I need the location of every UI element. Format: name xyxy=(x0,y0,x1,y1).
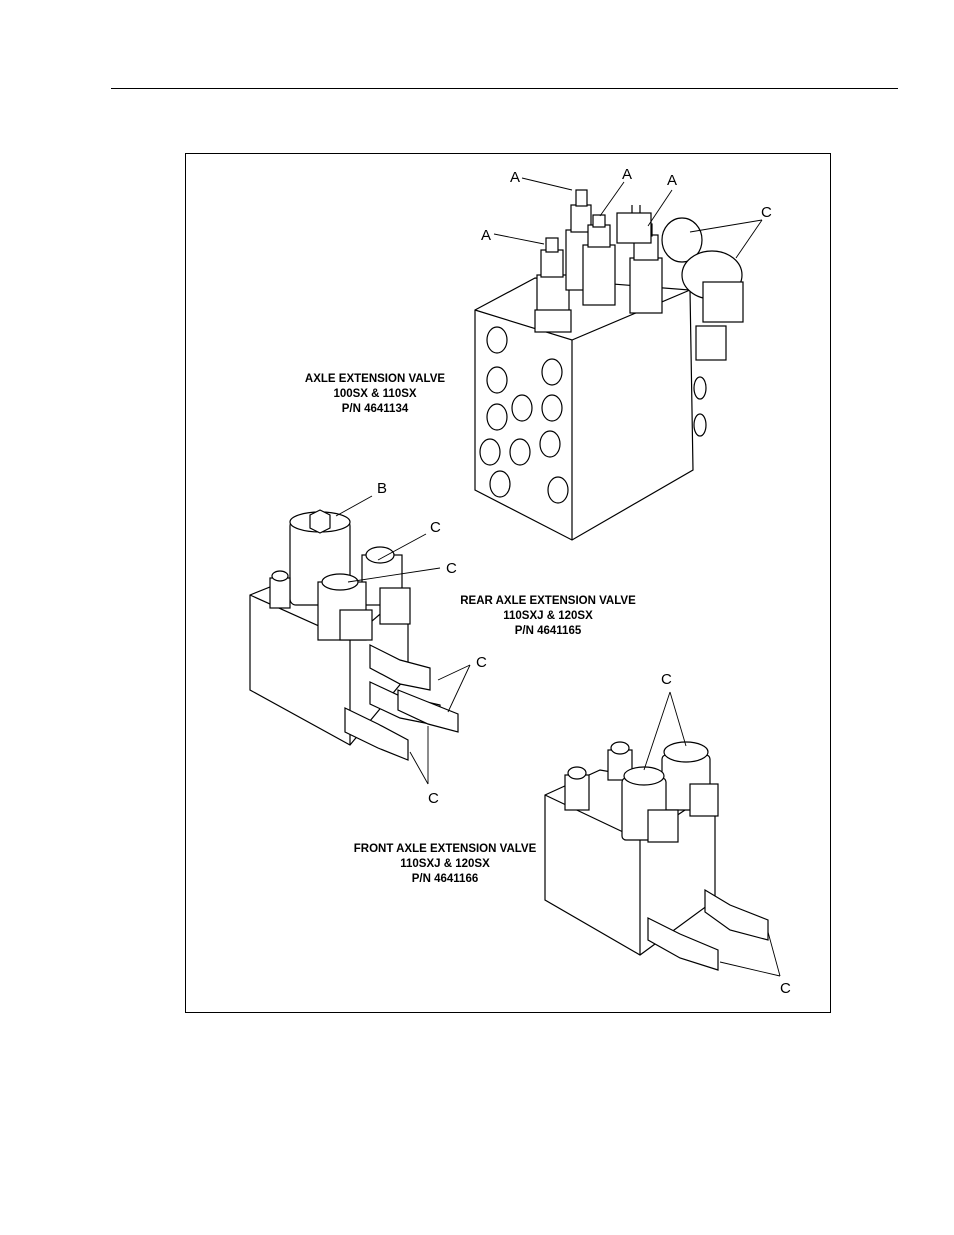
callout-b: B xyxy=(377,481,387,497)
callout-c: C xyxy=(476,655,487,671)
caption-models: 110SXJ & 120SX xyxy=(448,609,648,624)
callout-c: C xyxy=(428,791,439,807)
caption-axle-extension-valve: AXLE EXTENSION VALVE 100SX & 110SX P/N 4… xyxy=(300,372,450,417)
caption-models: 100SX & 110SX xyxy=(300,387,450,402)
caption-part-number: P/N 4641165 xyxy=(448,624,648,639)
callout-a: A xyxy=(481,228,491,244)
caption-part-number: P/N 4641166 xyxy=(340,872,550,887)
caption-rear-axle-extension-valve: REAR AXLE EXTENSION VALVE 110SXJ & 120SX… xyxy=(448,594,648,639)
caption-part-number: P/N 4641134 xyxy=(300,402,450,417)
callout-c: C xyxy=(780,981,791,997)
callout-a: A xyxy=(510,170,520,186)
caption-name: AXLE EXTENSION VALVE xyxy=(300,372,450,387)
caption-front-axle-extension-valve: FRONT AXLE EXTENSION VALVE 110SXJ & 120S… xyxy=(340,842,550,887)
caption-name: FRONT AXLE EXTENSION VALVE xyxy=(340,842,550,857)
callout-c: C xyxy=(430,520,441,536)
callout-c: C xyxy=(446,561,457,577)
front-axle-extension-valve-drawing xyxy=(545,692,780,976)
callout-c: C xyxy=(761,205,772,221)
caption-name: REAR AXLE EXTENSION VALVE xyxy=(448,594,648,609)
callout-a: A xyxy=(667,173,677,189)
caption-models: 110SXJ & 120SX xyxy=(340,857,550,872)
rear-axle-extension-valve-drawing xyxy=(250,496,470,784)
callout-a: A xyxy=(622,167,632,183)
axle-extension-valve-drawing xyxy=(475,178,762,540)
callout-c: C xyxy=(661,672,672,688)
